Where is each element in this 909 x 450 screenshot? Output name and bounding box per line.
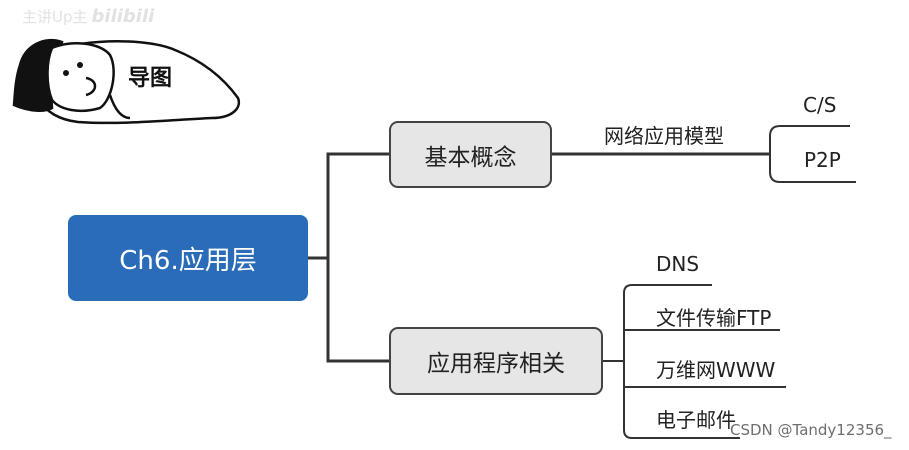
leaf-ftp: 文件传输FTP xyxy=(656,306,772,330)
bilibili-logo-text: bilibili xyxy=(91,6,155,27)
cartoon-label: 导图 xyxy=(128,66,173,91)
branch-node-basic-concepts: 基本概念 xyxy=(389,121,552,188)
leaf-email: 电子邮件 xyxy=(656,408,736,432)
root-node: Ch6.应用层 xyxy=(68,215,308,301)
leaf-www: 万维网WWW xyxy=(656,358,776,382)
leaf-p2p: P2P xyxy=(804,148,841,172)
leaf-dns: DNS xyxy=(656,252,700,276)
branch-node-application-programs: 应用程序相关 xyxy=(389,327,603,395)
subtopic-network-app-model: 网络应用模型 xyxy=(604,124,724,148)
watermark-text: 主讲Up主 xyxy=(22,8,88,26)
csdn-watermark: CSDN @Tandy12356_ xyxy=(730,421,892,439)
leaf-cs: C/S xyxy=(803,93,837,117)
cartoon-lying-person-icon xyxy=(12,39,241,125)
